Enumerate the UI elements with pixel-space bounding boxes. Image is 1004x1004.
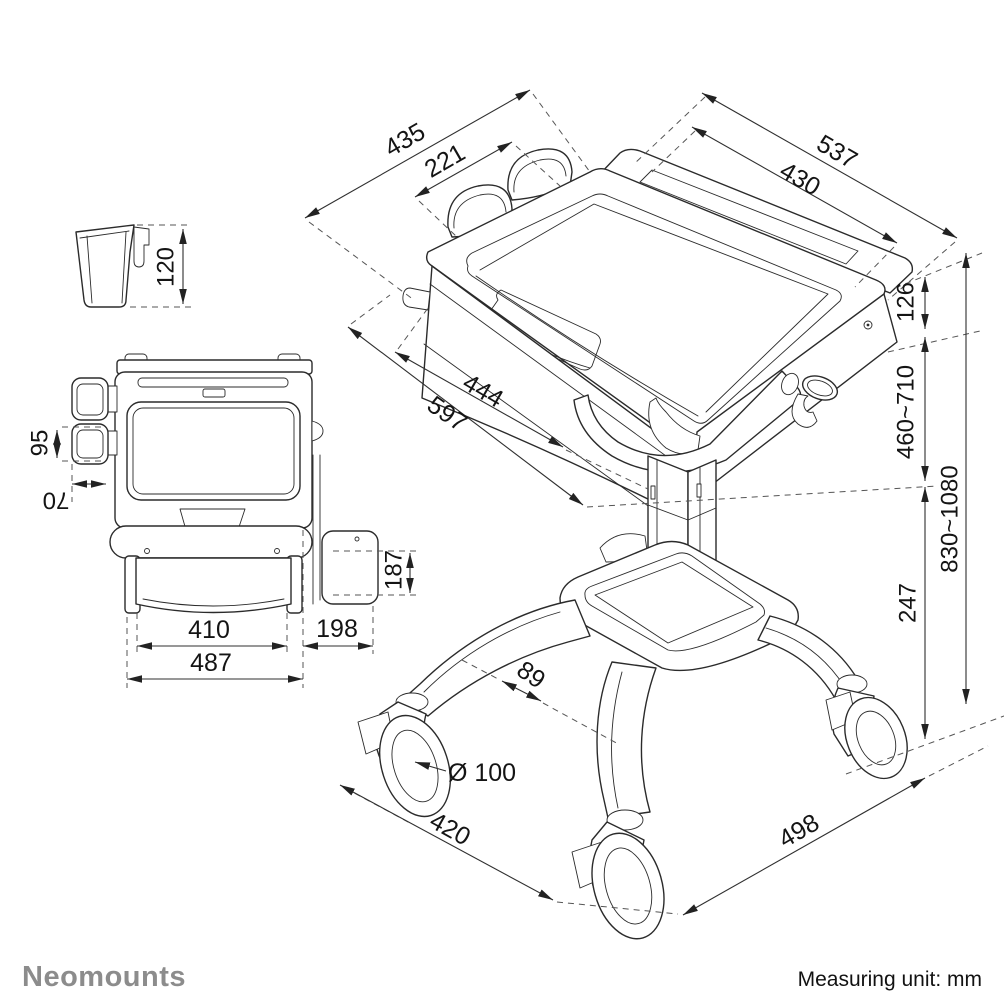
dimension-label-120: 120 (153, 247, 180, 287)
basket-side-view (75, 224, 150, 308)
dim-holder-height-95: 95 (27, 430, 61, 458)
dim-drawer-height-187: 187 (381, 550, 414, 593)
dimension-label-198: 198 (316, 615, 358, 643)
dim-drawer-width-198: 198 (303, 615, 373, 650)
dim-holder-depth-70: 70 (43, 480, 106, 514)
base-legs (401, 599, 859, 819)
side-hook (791, 375, 839, 428)
caster-left (357, 692, 451, 818)
caster-right (825, 674, 908, 780)
dimension-label-487: 487 (190, 649, 232, 677)
cart-top-view (71, 353, 379, 614)
dim-lift-range-460-710: 460~710 (893, 337, 929, 481)
dimension-label-126: 126 (893, 282, 920, 322)
dimension-label-187: 187 (381, 550, 408, 590)
dim-inner-width-410: 410 (137, 616, 287, 650)
dim-base-width-420: 420 (339, 784, 554, 901)
dimension-label-95: 95 (27, 430, 54, 457)
dimension-label-430: 430 (775, 156, 825, 201)
dim-caster-diameter-100: Ø 100 (414, 759, 516, 787)
base-platform (559, 533, 799, 672)
dimension-label-247: 247 (895, 583, 922, 623)
dim-side-height-126: 126 (893, 277, 929, 329)
dimension-label-410: 410 (188, 616, 230, 644)
dimension-label-537: 537 (812, 129, 862, 174)
caster-front (571, 809, 665, 940)
dimension-label-435: 435 (380, 117, 430, 162)
dimension-label-498: 498 (774, 808, 824, 853)
dimension-label-70: 70 (43, 487, 70, 514)
dim-base-depth-498: 498 (682, 777, 926, 916)
measuring-unit-note: Measuring unit: mm (798, 968, 982, 991)
dimension-label-221: 221 (420, 138, 470, 183)
dimension-label-caster-diameter: Ø 100 (448, 759, 516, 787)
dimension-label-460-710: 460~710 (893, 365, 920, 459)
dim-basket-height-120: 120 (153, 229, 187, 304)
neomounts-logo: Neomounts (22, 961, 186, 993)
dim-base-height-247: 247 (895, 487, 929, 739)
dim-outer-width-487: 487 (127, 649, 303, 683)
dim-total-height-830-1080: 830~1080 (937, 253, 970, 704)
dimension-label-830-1080: 830~1080 (937, 465, 964, 572)
